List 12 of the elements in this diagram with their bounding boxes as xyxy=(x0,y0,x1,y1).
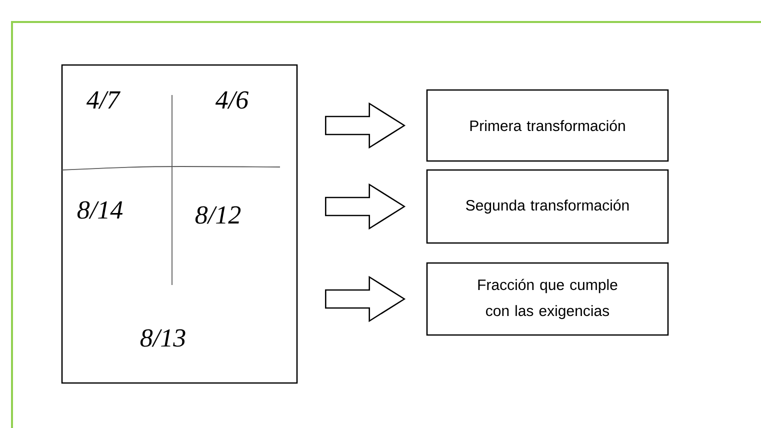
fraction-text: 8/12 xyxy=(195,206,241,224)
fraction-text: 8/13 xyxy=(140,329,186,347)
fraction-text: 4/6 xyxy=(215,91,248,109)
fraction-text: 8/14 xyxy=(77,201,123,219)
fractions-box xyxy=(61,64,298,384)
text-box: Segunda transformación xyxy=(426,169,669,244)
text-box: Primera transformación xyxy=(426,89,669,162)
block-arrow xyxy=(325,183,406,230)
text-box: Fracción que cumple con las exigencias xyxy=(426,262,669,336)
block-arrow xyxy=(325,102,406,149)
fraction-text: 4/7 xyxy=(86,91,121,109)
block-arrow xyxy=(325,276,406,322)
